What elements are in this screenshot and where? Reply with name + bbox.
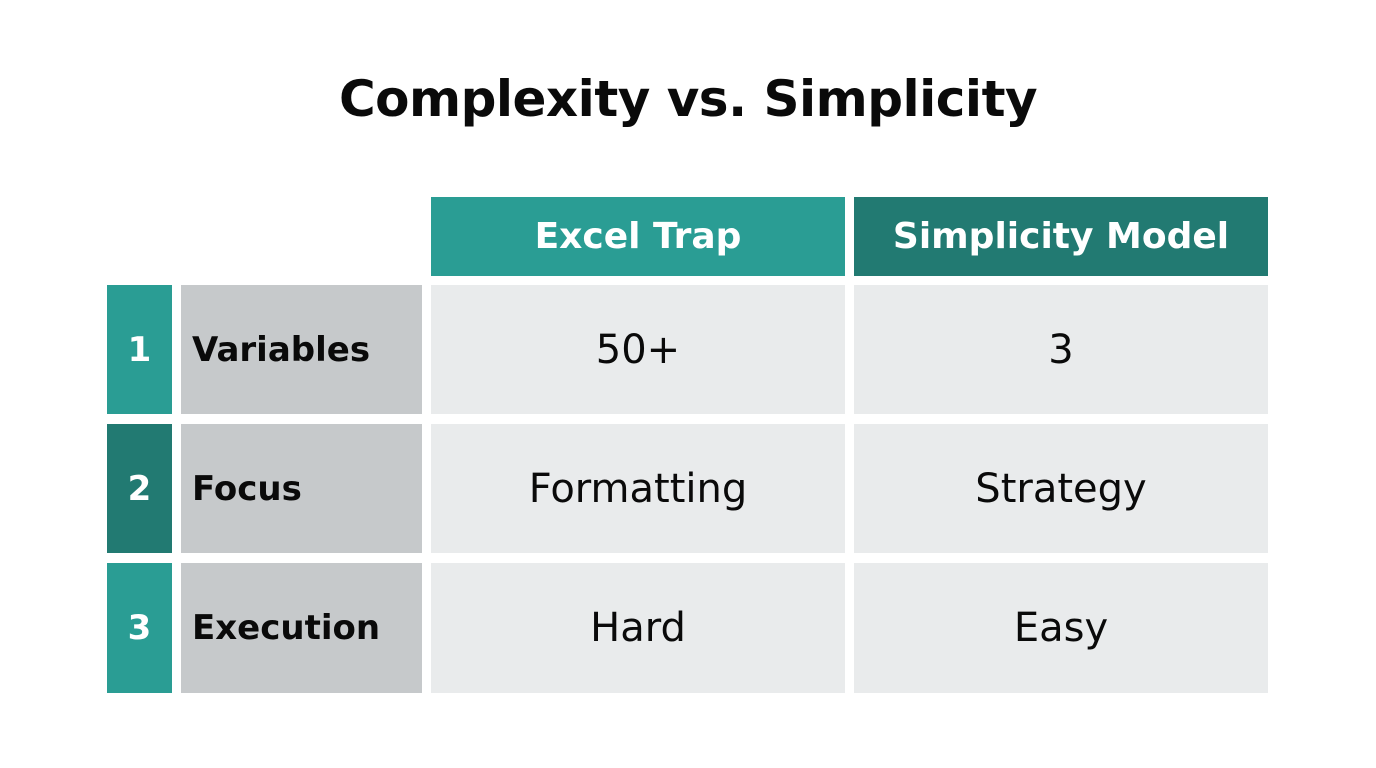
row-number: 1 [107, 285, 172, 414]
cell-simplicity-focus: Strategy [854, 424, 1268, 553]
row-label-variables: Variables [181, 285, 422, 414]
cell-simplicity-variables: 3 [854, 285, 1268, 414]
row-number: 2 [107, 424, 172, 553]
row-label-execution: Execution [181, 563, 422, 693]
row-number: 3 [107, 563, 172, 693]
cell-excel-focus: Formatting [431, 424, 845, 553]
column-header-excel-trap: Excel Trap [431, 197, 845, 276]
cell-simplicity-execution: Easy [854, 563, 1268, 693]
page-title: Complexity vs. Simplicity [338, 70, 1038, 128]
cell-excel-execution: Hard [431, 563, 845, 693]
cell-excel-variables: 50+ [431, 285, 845, 414]
column-header-simplicity-model: Simplicity Model [854, 197, 1268, 276]
row-label-focus: Focus [181, 424, 422, 553]
